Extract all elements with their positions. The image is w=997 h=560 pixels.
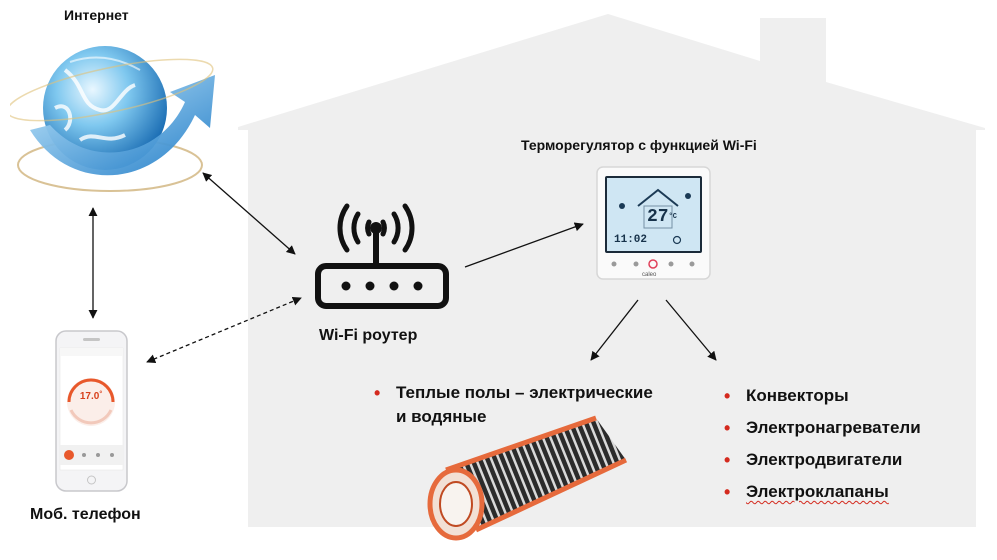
arrow-internet-router [202,172,296,255]
thermostat-brand: caleo [642,272,657,278]
globe-icon [10,46,215,192]
thermostat-icon [596,166,711,280]
devices-list: • Конвекторы • Электронагреватели • Элек… [720,380,921,508]
thermostat-label: Терморегулятор с функцией Wi-Fi [521,137,757,153]
phone-icon [55,330,128,492]
phone-temp-value: 17.0 [79,391,100,402]
list-item-label: Электроклапаны [746,482,889,501]
list-item-label: и водяные [396,407,487,426]
bullet-icon: • [374,383,381,403]
thermostat-device: 27°C 11:02 caleo [596,166,711,280]
bullet-icon: • [724,482,731,502]
list-item: • Теплые полы – электрические [370,381,653,405]
heating-floor-list: • Теплые полы – электрические и водяные [370,381,653,429]
arrow-thermostat-devices [665,299,717,361]
thermostat-temperature: 27°C [647,208,677,226]
thermostat-temp-unit: °C [668,213,678,221]
list-item: • Конвекторы [720,380,921,412]
list-item-label: Теплые полы – электрические [396,383,653,402]
list-item: и водяные [370,405,653,429]
list-item-label: Конвекторы [746,386,849,405]
arrow-thermostat-floor [590,299,639,361]
heating-film-icon [427,415,628,541]
bullet-icon: • [724,386,731,406]
wifi-router-icon [315,203,449,309]
phone-temperature: 17.0° [74,391,108,402]
phone-temp-unit: ° [99,391,103,398]
thermostat-time: 11:02 [614,234,648,246]
arrow-phone-router [146,296,302,364]
bullet-icon: • [724,418,731,438]
list-item: • Электроклапаны [720,476,921,508]
arrow-router-thermostat [464,222,584,268]
list-item: • Электронагреватели [720,412,921,444]
list-item: • Электродвигатели [720,444,921,476]
thermostat-temp-value: 27 [647,207,669,227]
list-item-label: Электродвигатели [746,450,903,469]
list-item-label: Электронагреватели [746,418,921,437]
internet-label: Интернет [64,7,129,23]
router-label: Wi-Fi роутер [319,327,418,344]
bullet-icon: • [724,450,731,470]
phone-label: Моб. телефон [30,506,141,523]
mobile-phone: 17.0° [55,330,128,492]
